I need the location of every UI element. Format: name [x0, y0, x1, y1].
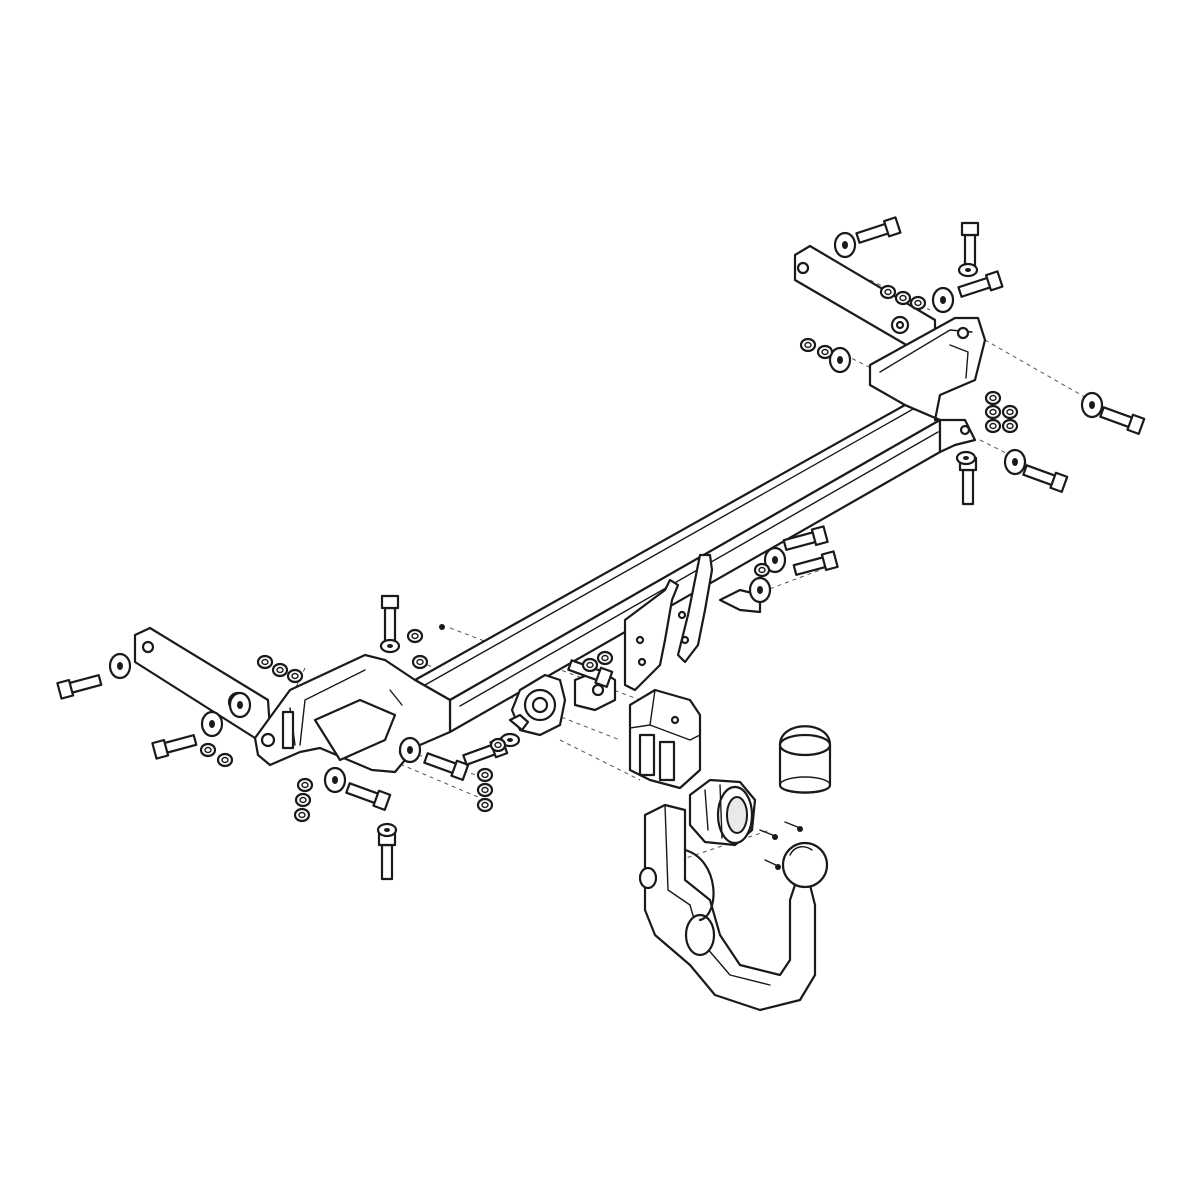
nut: [293, 807, 311, 823]
nut: [294, 792, 312, 808]
main-crossbar: [413, 403, 942, 734]
nut: [816, 344, 834, 360]
nut: [256, 654, 274, 670]
electrical-socket: [688, 778, 757, 847]
bolt: [960, 221, 980, 271]
nut: [1001, 404, 1019, 420]
nut: [879, 284, 897, 300]
washer: [108, 652, 132, 680]
washer: [323, 766, 347, 794]
washer: [398, 736, 422, 764]
bolt: [151, 731, 199, 760]
washer: [957, 262, 979, 278]
bolt: [1021, 461, 1069, 493]
nuts: [199, 284, 1019, 823]
nut: [894, 290, 912, 306]
bolt: [344, 779, 392, 811]
bolt: [56, 671, 104, 700]
nut: [753, 562, 771, 578]
washer: [379, 638, 401, 654]
bolt: [380, 594, 400, 644]
washer: [228, 691, 252, 719]
socket-screws: [759, 821, 803, 870]
nut: [489, 737, 507, 753]
washer: [376, 822, 398, 838]
nut: [984, 390, 1002, 406]
right-side-bracket: [793, 244, 937, 352]
nut: [799, 337, 817, 353]
bolts: [56, 216, 1146, 881]
bolt: [422, 749, 470, 781]
nut: [286, 668, 304, 684]
nut: [476, 797, 494, 813]
nut: [909, 295, 927, 311]
nut: [476, 782, 494, 798]
tow-ball-cap: [778, 725, 832, 794]
bolt: [854, 216, 902, 247]
nut: [984, 404, 1002, 420]
nut: [216, 752, 234, 768]
washer: [931, 286, 955, 314]
nut: [411, 654, 429, 670]
nut: [984, 418, 1002, 434]
washer: [1080, 391, 1104, 419]
bolt: [377, 831, 397, 881]
bolt: [791, 550, 839, 579]
right-end-bracket: [868, 316, 987, 454]
tow-ball-neck: [638, 803, 829, 1012]
nut: [1001, 418, 1019, 434]
nut: [199, 742, 217, 758]
washer: [200, 710, 224, 738]
nut: [406, 628, 424, 644]
washer: [1003, 448, 1027, 476]
bolt: [1098, 403, 1146, 435]
socket-bracket: [628, 688, 702, 790]
washer: [833, 231, 857, 259]
nut: [296, 777, 314, 793]
nut: [596, 650, 614, 666]
nut: [439, 624, 445, 630]
nut: [271, 662, 289, 678]
washer: [955, 450, 977, 466]
washer: [748, 576, 772, 604]
nut: [581, 657, 599, 673]
nut: [476, 767, 494, 783]
